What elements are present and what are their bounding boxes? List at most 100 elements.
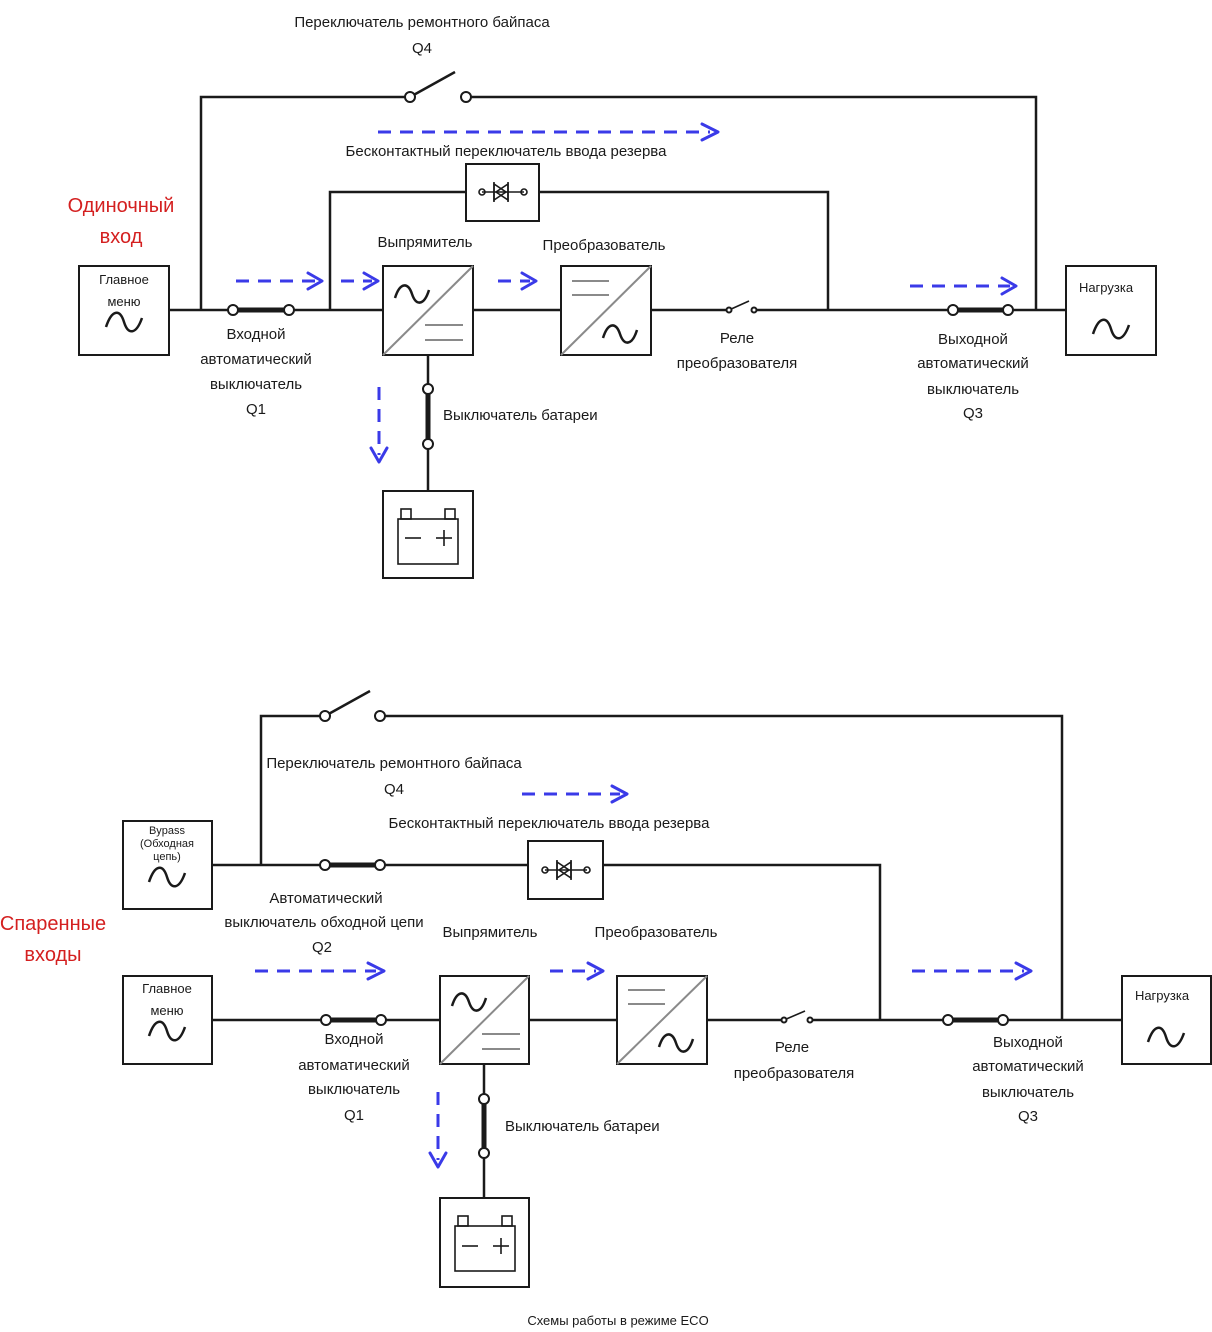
d2-q4-contact-left — [319, 710, 331, 722]
d2-flow-arrow-bypass — [522, 784, 629, 804]
d2-battery-icon — [454, 1215, 516, 1272]
d1-flow-arrow-input — [236, 271, 324, 291]
d2-inverter-label: Преобразователь — [595, 924, 718, 941]
d1-input-breaker-label-3: выключатель — [210, 376, 302, 393]
d2-output-breaker-q3 — [942, 1014, 1009, 1026]
d2-inverter-relay-label: Реле — [775, 1039, 809, 1056]
d1-rectifier-ac-icon — [393, 284, 431, 304]
d1-load-box: Нагрузка — [1065, 265, 1157, 356]
d1-main-input-label-2: меню — [107, 294, 140, 309]
d2-mode-label: Спаренные — [0, 913, 106, 935]
d1-flow-arrow-bypass — [378, 122, 720, 142]
d1-load-sine-icon — [1091, 318, 1131, 340]
d1-output-breaker-q3 — [947, 304, 1014, 316]
d1-output-breaker-label-2: автоматический — [917, 355, 1029, 372]
d1-flow-arrow-inverter — [498, 271, 538, 291]
d1-bypass-switch-label: Переключатель ремонтного байпаса — [294, 14, 550, 31]
d1-inverter-relay — [725, 300, 758, 314]
d2-bypass-switch-id: Q4 — [384, 781, 404, 798]
d2-load-label: Нагрузка — [1135, 988, 1190, 1003]
d2-bypass-input-label: Bypass — [149, 825, 186, 837]
d2-inverter-ac-icon — [657, 1033, 695, 1053]
d2-main-input-sine-icon — [147, 1020, 187, 1042]
d2-inverter-relay-label-2: преобразователя — [734, 1065, 855, 1082]
d2-load-box: Нагрузка — [1121, 975, 1212, 1065]
d2-bypass-input-sine-icon — [147, 866, 187, 888]
d1-static-switch-box — [465, 163, 540, 222]
d2-bypass-breaker-id: Q2 — [312, 939, 332, 956]
d1-inverter-relay-label-2: преобразователя — [677, 355, 798, 372]
d2-rectifier-ac-icon — [450, 992, 488, 1012]
d1-main-input-label: Главное — [99, 272, 149, 287]
d1-flow-arrow-rectifier — [341, 271, 380, 291]
d2-battery-switch-label: Выключатель батареи — [505, 1118, 660, 1135]
d2-flow-arrow-output — [912, 961, 1033, 981]
d2-q4-switch-blade — [324, 689, 371, 718]
d1-input-breaker-id: Q1 — [246, 401, 266, 418]
d2-main-input-label: Главное — [142, 981, 192, 996]
d1-inverter-label: Преобразователь — [543, 237, 666, 254]
d1-input-breaker-label-2: автоматический — [200, 351, 312, 368]
d1-output-breaker-label: Выходной — [938, 331, 1008, 348]
diagram-dual-input: Переключатель ремонтного байпаса Q4 Беск… — [0, 689, 1212, 1288]
d1-rectifier-box — [382, 265, 474, 356]
d2-static-switch-box — [527, 840, 604, 900]
d1-load-label: Нагрузка — [1079, 280, 1134, 295]
d1-flow-arrow-output — [910, 276, 1018, 296]
d2-output-breaker-label-3: выключатель — [982, 1084, 1074, 1101]
d2-bypass-input-label-2: (Обходная — [140, 838, 194, 850]
d1-bypass-switch-id: Q4 — [412, 40, 432, 57]
d1-inverter-relay-label: Реле — [720, 330, 754, 347]
d1-input-breaker-label: Входной — [227, 326, 286, 343]
d1-static-switch-line — [328, 190, 830, 310]
d1-static-switch-label: Бесконтактный переключатель ввода резерв… — [346, 143, 668, 160]
d2-input-breaker-label: Входной — [325, 1031, 384, 1048]
d1-battery-switch-label: Выключатель батареи — [443, 407, 598, 424]
d2-bypass-breaker-q2 — [319, 859, 386, 871]
d2-input-breaker-label-2: автоматический — [298, 1057, 410, 1074]
d1-main-input-sine-icon — [104, 311, 144, 333]
d1-battery-branch — [422, 355, 434, 491]
d2-thyristor-icon — [541, 860, 591, 880]
d1-inverter-ac-icon — [601, 324, 639, 344]
d1-flow-arrow-battery — [369, 387, 389, 464]
d2-bypass-breaker-label-2: выключатель обходной цепи — [224, 914, 423, 931]
d1-battery-icon — [397, 508, 459, 565]
figure-caption: Схемы работы в режиме ECO — [527, 1313, 708, 1328]
d2-rectifier-box — [439, 975, 530, 1065]
d1-mode-label: Одиночный — [68, 195, 175, 217]
d2-q4-contact-right — [374, 710, 386, 722]
d1-q4-contact-left — [404, 91, 416, 103]
d2-flow-arrow-input — [255, 961, 386, 981]
d1-mode-label-2: вход — [100, 226, 143, 248]
d1-output-breaker-id: Q3 — [963, 405, 983, 422]
d1-thyristor-icon — [478, 182, 528, 202]
d2-output-breaker-label-2: автоматический — [972, 1058, 1084, 1075]
d2-bypass-switch-label: Переключатель ремонтного байпаса — [266, 755, 522, 772]
d2-mode-label-2: входы — [24, 944, 81, 966]
d1-input-breaker-q1 — [227, 304, 295, 316]
d2-battery-box — [439, 1197, 530, 1288]
d2-flow-arrow-inverter — [550, 961, 605, 981]
d2-input-breaker-label-3: выключатель — [308, 1081, 400, 1098]
d2-main-input-box: Главное меню — [122, 975, 213, 1065]
d2-main-input-label-2: меню — [150, 1003, 183, 1018]
d2-bypass-wire — [212, 863, 882, 1020]
d2-static-switch-label: Бесконтактный переключатель ввода резерв… — [389, 815, 711, 832]
d2-inverter-relay — [780, 1010, 814, 1024]
d2-load-sine-icon — [1146, 1026, 1186, 1048]
d2-bypass-input-box: Bypass (Обходная цепь) — [122, 820, 213, 910]
d1-q4-switch-blade — [409, 70, 456, 99]
d2-bypass-line — [259, 689, 1064, 1020]
d2-flow-arrow-battery — [428, 1092, 448, 1169]
d1-battery-box — [382, 490, 474, 579]
d2-inverter-box — [616, 975, 708, 1065]
d2-input-breaker-q1 — [320, 1014, 387, 1026]
d2-output-breaker-label: Выходной — [993, 1034, 1063, 1051]
d2-bypass-input-label-3: цепь) — [153, 851, 181, 863]
d2-battery-branch — [478, 1064, 490, 1198]
d2-input-breaker-id: Q1 — [344, 1107, 364, 1124]
d2-rectifier-label: Выпрямитель — [442, 924, 537, 941]
d2-bypass-breaker-label: Автоматический — [269, 890, 382, 907]
